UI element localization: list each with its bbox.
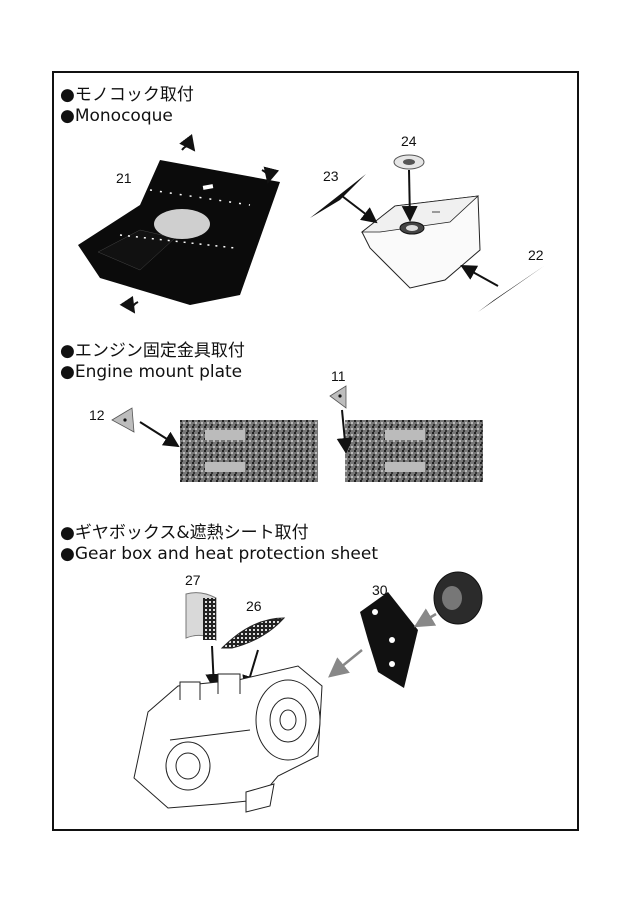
gearbox (133, 665, 323, 813)
section3-title-ja: ●ギヤボックス&遮熱シート取付 (60, 523, 309, 543)
part-number-21: 21 (116, 170, 132, 186)
part-number-24: 24 (401, 133, 417, 149)
section2-title-en: ●Engine mount plate (60, 362, 243, 382)
mount-plate-12 (111, 407, 180, 448)
bracket-30 (328, 592, 418, 688)
part-number-26: 26 (246, 598, 262, 614)
section3-title-en: ●Gear box and heat protection sheet (60, 544, 378, 564)
part-number-12: 12 (89, 407, 105, 423)
part-number-27: 27 (185, 572, 201, 588)
mount-plate-11 (329, 385, 353, 454)
fuel-tank (360, 195, 481, 289)
heat-sheet-27 (185, 592, 222, 690)
section2-title-ja: ●エンジン固定金具取付 (60, 341, 245, 361)
sheet-23 (310, 174, 378, 224)
engine-block-left (180, 420, 318, 482)
sheet-22 (460, 265, 544, 312)
part-number-11: 11 (331, 368, 346, 384)
part-number-22: 22 (528, 247, 544, 263)
drive-unit (413, 571, 483, 628)
section1-title-ja: ●モノコック取付 (60, 85, 194, 105)
filler-cap-24 (393, 154, 425, 222)
section1-title-en: ●Monocoque (60, 106, 173, 126)
monocoque-sheet-21 (78, 134, 280, 314)
part-number-30: 30 (372, 582, 388, 598)
engine-block-right (345, 420, 483, 482)
instruction-frame (52, 71, 579, 831)
part-number-23: 23 (323, 168, 339, 184)
